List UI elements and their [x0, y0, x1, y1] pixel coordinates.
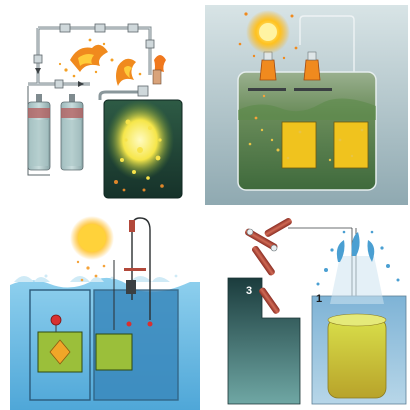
water-splash-icon — [316, 230, 400, 286]
spark-burst-icon — [152, 55, 166, 85]
pipe-valves — [33, 23, 155, 89]
reaction-tank — [103, 99, 183, 199]
electrode-rod-icon — [113, 217, 153, 330]
gas-cylinder-icon — [60, 94, 84, 171]
label-block-3: 3 — [246, 285, 252, 297]
water-splash-icon — [14, 274, 178, 282]
electrode-rod-icon — [259, 287, 280, 314]
gas-cylinder-icon — [27, 94, 51, 171]
cylinder-tank — [311, 256, 407, 405]
probe-right — [294, 51, 332, 91]
spark-burst-icon — [58, 38, 142, 86]
panel-top-right — [205, 5, 408, 205]
sun-icon — [70, 216, 114, 260]
sun-icon — [246, 10, 290, 54]
panel-bottom-right: 3 1 — [227, 218, 407, 405]
electrode-rod-icon — [264, 218, 292, 237]
electrode-rod-icon — [245, 228, 278, 252]
label-tank-1: 1 — [316, 293, 322, 305]
sample-box-left — [37, 314, 83, 373]
electrode-rod-icon — [251, 245, 275, 276]
panel-bottom-left — [10, 216, 200, 410]
sample-box-right — [95, 333, 133, 371]
flow-arrows — [35, 68, 84, 87]
panel-top-left — [27, 23, 183, 199]
electrolysis-tank — [237, 71, 377, 191]
